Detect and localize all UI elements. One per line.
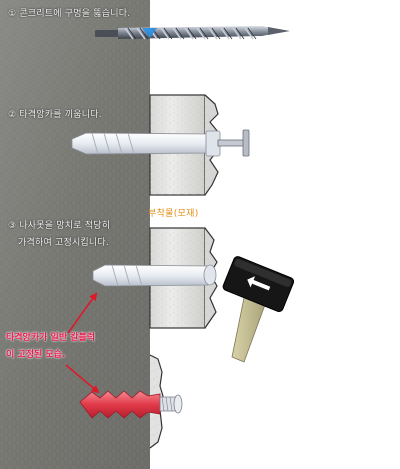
step3-label-line2: 가격하여 고정시킵니다.: [18, 238, 109, 248]
hit-anchor-step3: [92, 264, 217, 287]
hit-anchor-step2: [71, 129, 250, 157]
material-label: 부착물(모재): [148, 209, 199, 219]
step2-label: ② 타격앙카를 끼웁니다.: [8, 110, 102, 120]
note-line2: 이 고정된 모습.: [6, 350, 66, 360]
step1-label: ① 콘크리트에 구멍을 뚫습니다.: [8, 9, 131, 19]
step3-label-line1: ③ 나사못을 망치로 적당히: [8, 221, 111, 231]
note-arrows: [65, 292, 100, 394]
left-arrow-icon: [247, 276, 271, 291]
drill-bit-icon: [95, 26, 290, 40]
hammer-icon: [222, 256, 295, 363]
installed-plastic-anchor: [79, 390, 183, 419]
note-line1: 타격앙카가 일반 칼블럭: [6, 333, 96, 343]
